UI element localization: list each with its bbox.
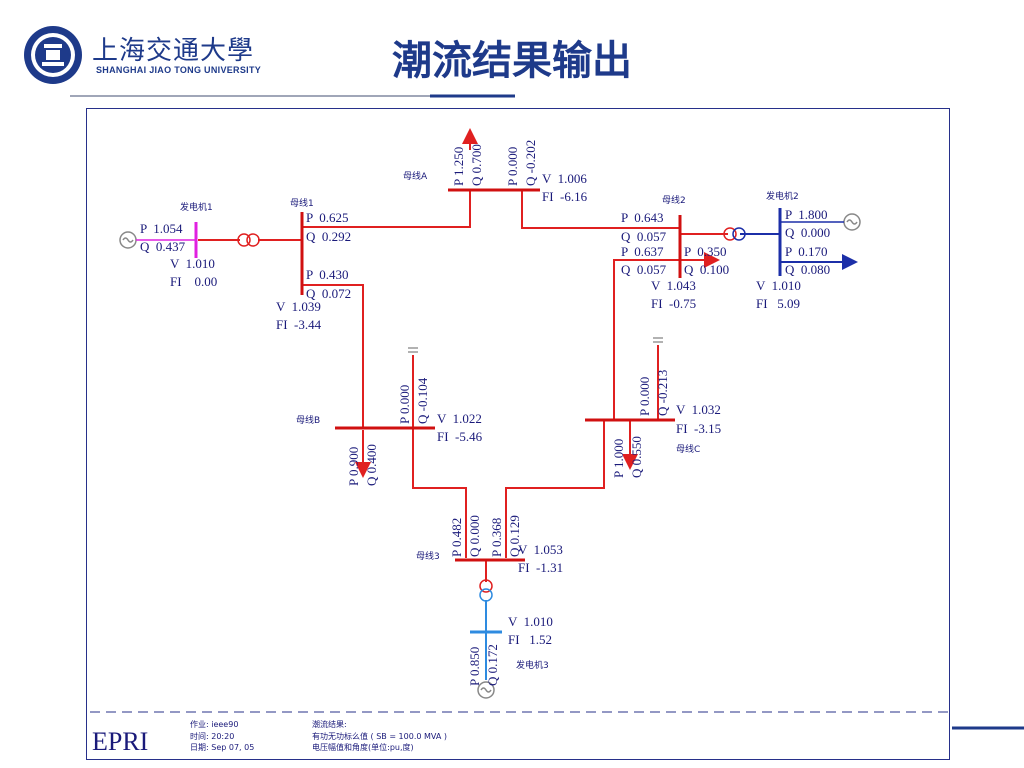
university-name-en: SHANGHAI JIAO TONG UNIVERSITY — [96, 65, 262, 75]
bus-1-p-top: P 0.625 — [306, 210, 349, 225]
bus-2-load-p: P 0.350 — [684, 244, 727, 259]
transmission-lines — [198, 128, 858, 680]
buses — [194, 188, 782, 634]
slide-title: 潮流结果输出 — [392, 38, 632, 84]
bus-a-voltage: V 1.006 — [542, 171, 587, 186]
gen-2-p1: P 1.800 — [785, 207, 828, 222]
job-date: 日期: Sep 07, 05 — [190, 743, 255, 753]
bus-2-voltage: V 1.043 — [651, 278, 696, 293]
bus-a-angle: FI -6.16 — [542, 189, 588, 204]
bus-b-cap-q: Q -0.104 — [415, 377, 430, 424]
job-info: 作业: ieee90 时间: 20:20 日期: Sep 07, 05 — [190, 719, 254, 754]
bus-a-label: 母线A — [403, 172, 428, 182]
bus-c-load-p: P 1.000 — [611, 438, 626, 478]
bus-2-q-top: Q 0.057 — [621, 229, 667, 244]
result-units: 电压幅值和角度(单位:pu,度) — [312, 743, 414, 753]
university-logo — [24, 26, 82, 84]
result-title: 潮流结果: — [312, 720, 347, 729]
bus-c-cap-p: P 0.000 — [637, 376, 652, 416]
gen-3-p: P 0.850 — [467, 646, 482, 686]
bus-3-label: 母线3 — [416, 552, 440, 562]
bus-b-voltage: V 1.022 — [437, 411, 482, 426]
gen-2-q2: Q 0.080 — [785, 262, 831, 277]
bus-b-load-p: P 0.900 — [346, 446, 361, 486]
job-time: 时间: 20:20 — [190, 731, 235, 741]
bus-c-label: 母线C — [676, 445, 701, 455]
gen-3-angle: FI 1.52 — [508, 632, 553, 647]
bus-a-q2: Q -0.202 — [523, 139, 538, 186]
bus-2-q-bot: Q 0.057 — [621, 262, 667, 277]
bus-b-load-q: Q 0.400 — [364, 444, 379, 486]
gen-2-voltage: V 1.010 — [756, 278, 801, 293]
bus-c-voltage: V 1.032 — [676, 402, 721, 417]
bus-3-q1: Q 0.000 — [467, 515, 482, 557]
gen-2-angle: FI 5.09 — [756, 296, 801, 311]
gen-1-voltage: V 1.010 — [170, 256, 215, 271]
bus-a-p2: P 0.000 — [505, 146, 520, 186]
bus-2-p-top: P 0.643 — [621, 210, 664, 225]
bus-3-p1: P 0.482 — [449, 517, 464, 557]
bus-1-angle: FI -3.44 — [276, 317, 322, 332]
bus-1-p-bot: P 0.430 — [306, 267, 349, 282]
bus-1-label: 母线1 — [290, 199, 314, 209]
bus-a-q1: Q 0.700 — [469, 144, 484, 186]
university-name-cn: 上海交通大學 — [92, 36, 255, 66]
bus-3-voltage: V 1.053 — [518, 542, 563, 557]
bus-3-angle: FI -1.31 — [518, 560, 564, 575]
job-name: 作业: ieee90 — [190, 720, 239, 729]
gen-3-q: Q 0.172 — [485, 644, 500, 686]
bus-a-p1: P 1.250 — [451, 146, 466, 186]
bus-b-angle: FI -5.46 — [437, 429, 483, 444]
gen-1-q: Q 0.437 — [140, 239, 186, 254]
bus-b-cap-p: P 0.000 — [397, 384, 412, 424]
capacitors — [408, 337, 663, 353]
bus-1-q-top: Q 0.292 — [306, 229, 352, 244]
bus-1-voltage: V 1.039 — [276, 299, 321, 314]
transformers — [237, 227, 746, 602]
result-base: 有功无功标么值 ( SB = 100.0 MVA ) — [312, 731, 448, 741]
diagram-frame — [86, 108, 950, 760]
epri-brand: EPRI — [92, 727, 149, 756]
bus-1-q-bot: Q 0.072 — [306, 286, 352, 301]
bus-3-p2: P 0.368 — [489, 517, 504, 557]
gen-2-q1: Q 0.000 — [785, 225, 831, 240]
bus-c-load-q: Q 0.550 — [629, 436, 644, 478]
gen-1-p: P 1.054 — [140, 221, 183, 236]
gen-2-p2: P 0.170 — [785, 244, 828, 259]
bus-2-p-bot: P 0.637 — [621, 244, 664, 259]
result-info: 潮流结果: 有功无功标么值 ( SB = 100.0 MVA ) 电压幅值和角度… — [312, 719, 447, 754]
gen-1-label: 发电机1 — [180, 203, 213, 213]
bus-2-load-q: Q 0.100 — [684, 262, 730, 277]
gen-3-voltage: V 1.010 — [508, 614, 553, 629]
gen-3-label: 发电机3 — [516, 661, 549, 671]
bus-c-cap-q: Q -0.213 — [655, 369, 670, 416]
gen-1-angle: FI 0.00 — [170, 274, 218, 289]
bus-2-angle: FI -0.75 — [651, 296, 697, 311]
generators — [119, 213, 861, 699]
bus-2-label: 母线2 — [662, 196, 686, 206]
bus-c-angle: FI -3.15 — [676, 421, 722, 436]
bus-b-label: 母线B — [296, 416, 321, 426]
gen-2-label: 发电机2 — [766, 192, 799, 202]
